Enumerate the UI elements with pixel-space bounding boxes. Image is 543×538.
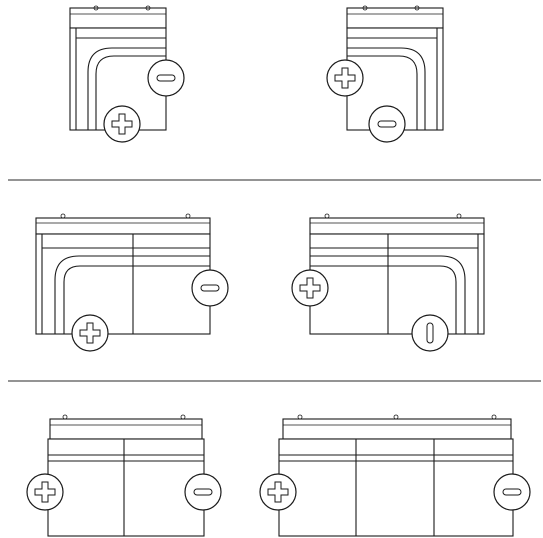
positive-terminal [71, 314, 109, 352]
battery-case [309, 233, 485, 335]
battery-lid [309, 217, 485, 235]
positive-terminal [103, 105, 141, 143]
battery-lid [35, 217, 211, 235]
battery-lid [282, 418, 512, 440]
positive-terminal [291, 269, 329, 307]
battery-case [47, 438, 205, 537]
negative-terminal [493, 473, 531, 511]
negative-terminal [411, 314, 449, 352]
positive-terminal [326, 59, 364, 97]
negative-terminal [184, 473, 222, 511]
battery-bottom-left [26, 414, 222, 537]
battery-middle-left [35, 213, 229, 352]
negative-terminal [147, 59, 185, 97]
negative-terminal [368, 105, 406, 143]
battery-case [278, 438, 514, 537]
battery-lid [346, 7, 444, 29]
battery-top-right [326, 5, 444, 143]
negative-terminal [191, 269, 229, 307]
battery-bottom-right [259, 414, 531, 537]
battery-case [35, 233, 211, 335]
positive-terminal [259, 473, 297, 511]
positive-terminal [26, 473, 64, 511]
battery-middle-right [291, 213, 485, 352]
battery-lid [49, 418, 203, 440]
battery-lid [69, 7, 167, 29]
battery-top-left [69, 5, 185, 143]
